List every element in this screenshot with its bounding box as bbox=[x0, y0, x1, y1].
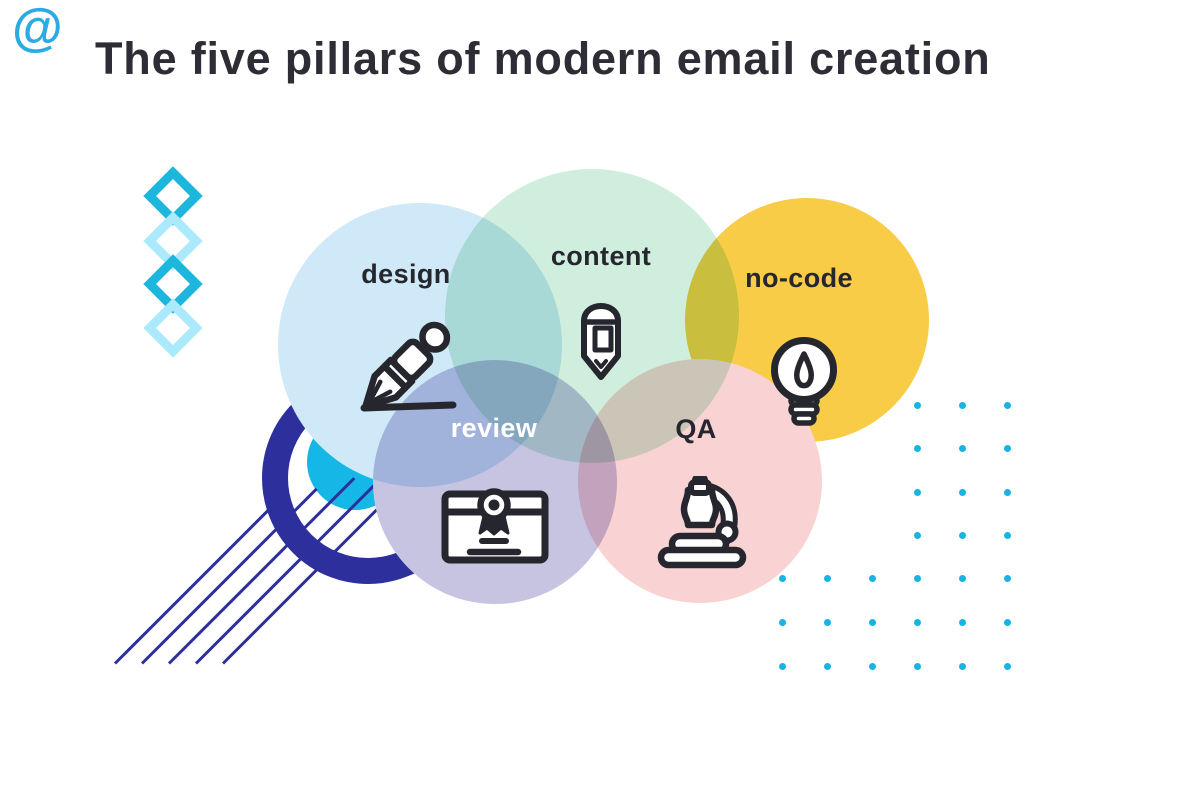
grid-dot bbox=[913, 401, 921, 409]
at-logo-icon: @ bbox=[12, 0, 63, 57]
grid-dot bbox=[958, 574, 966, 582]
grid-dot bbox=[1003, 574, 1011, 582]
grid-dot bbox=[913, 488, 921, 496]
grid-dot bbox=[1003, 618, 1011, 626]
grid-dot bbox=[913, 531, 921, 539]
grid-dot bbox=[778, 618, 786, 626]
hatch-line bbox=[113, 502, 276, 665]
grid-dot bbox=[913, 444, 921, 452]
grid-dot bbox=[958, 401, 966, 409]
grid-dot bbox=[913, 574, 921, 582]
pencil-icon bbox=[576, 294, 626, 382]
venn-label-design: design bbox=[361, 259, 451, 289]
venn-label-qa: QA bbox=[675, 414, 717, 444]
grid-dot bbox=[1003, 444, 1011, 452]
grid-dot bbox=[913, 618, 921, 626]
pen-icon bbox=[348, 320, 466, 416]
grid-dot bbox=[1003, 662, 1011, 670]
page-title: The five pillars of modern email creatio… bbox=[95, 33, 991, 84]
grid-dot bbox=[823, 662, 831, 670]
grid-dot bbox=[868, 574, 876, 582]
lightbulb-icon bbox=[761, 330, 847, 432]
grid-dot bbox=[958, 531, 966, 539]
grid-dot bbox=[1003, 531, 1011, 539]
grid-dot bbox=[1003, 401, 1011, 409]
grid-dot bbox=[778, 574, 786, 582]
grid-dot bbox=[823, 618, 831, 626]
venn-label-review: review bbox=[450, 413, 538, 443]
grid-dot bbox=[1003, 488, 1011, 496]
grid-dot bbox=[958, 662, 966, 670]
diamond-decoration bbox=[143, 298, 203, 358]
grid-dot bbox=[778, 662, 786, 670]
grid-dot bbox=[823, 574, 831, 582]
certificate-icon bbox=[440, 484, 550, 566]
microscope-icon bbox=[655, 476, 750, 571]
venn-label-no-code: no-code bbox=[745, 263, 853, 293]
grid-dot bbox=[958, 618, 966, 626]
grid-dot bbox=[958, 444, 966, 452]
grid-dot bbox=[913, 662, 921, 670]
grid-dot bbox=[868, 618, 876, 626]
grid-dot bbox=[868, 662, 876, 670]
grid-dot bbox=[958, 488, 966, 496]
venn-label-content: content bbox=[550, 241, 652, 271]
